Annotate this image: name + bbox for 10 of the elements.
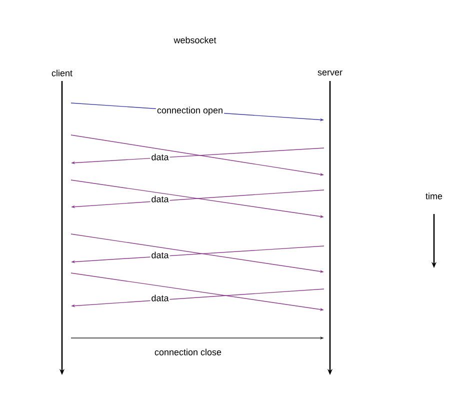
edge-label: data — [150, 250, 170, 260]
axis-label: time — [426, 192, 442, 200]
edge-label: data — [150, 152, 170, 162]
title: websocket — [174, 36, 216, 44]
edge-label: data — [150, 194, 170, 204]
participant-label: server — [318, 70, 342, 76]
edge-label: connection close — [153, 348, 223, 356]
edge-label: connection open — [156, 106, 224, 116]
edge-label: data — [150, 294, 170, 302]
participant-label: client — [52, 70, 72, 76]
